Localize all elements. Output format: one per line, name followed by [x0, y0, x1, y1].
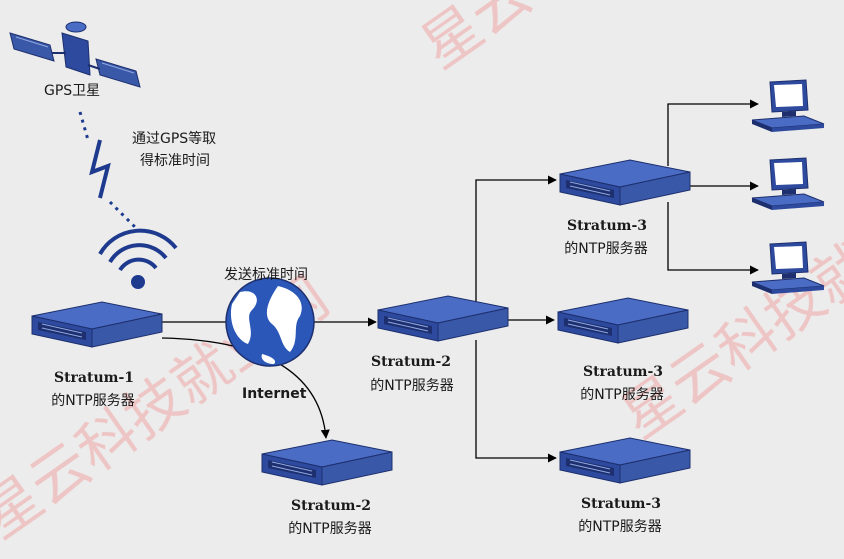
stratum-2-bottom-title: Stratum-2: [290, 498, 372, 514]
stratum-2-center-subtitle: 的NTP服务器: [370, 378, 454, 394]
gps-signal-icon: [78, 111, 138, 230]
globe-icon: [225, 277, 315, 367]
satellite-icon: [9, 21, 141, 88]
send-standard-time-label: 发送标准时间: [224, 267, 308, 283]
satellite-label: GPS卫星: [44, 83, 101, 99]
stratum-1-title: Stratum-1: [53, 370, 135, 386]
stratum-1-subtitle: 的NTP服务器: [51, 393, 135, 409]
stratum-3-bottom-title: Stratum-3: [580, 496, 662, 512]
stratum-2-center-title: Stratum-2: [370, 354, 452, 370]
stratum-2-bottom-subtitle: 的NTP服务器: [288, 521, 372, 537]
stratum-3-top-subtitle: 的NTP服务器: [564, 241, 648, 257]
wireless-icon: [98, 228, 178, 289]
stratum-3-bottom-subtitle: 的NTP服务器: [578, 519, 662, 535]
gps-note-line1: 通过GPS等取: [132, 131, 217, 147]
stratum-3-mid-subtitle: 的NTP服务器: [580, 387, 664, 403]
stratum-3-mid-title: Stratum-3: [582, 364, 664, 380]
gps-note-line2: 得标准时间: [140, 153, 210, 169]
internet-label: Internet: [242, 386, 307, 402]
stratum-3-top-title: Stratum-3: [566, 218, 648, 234]
